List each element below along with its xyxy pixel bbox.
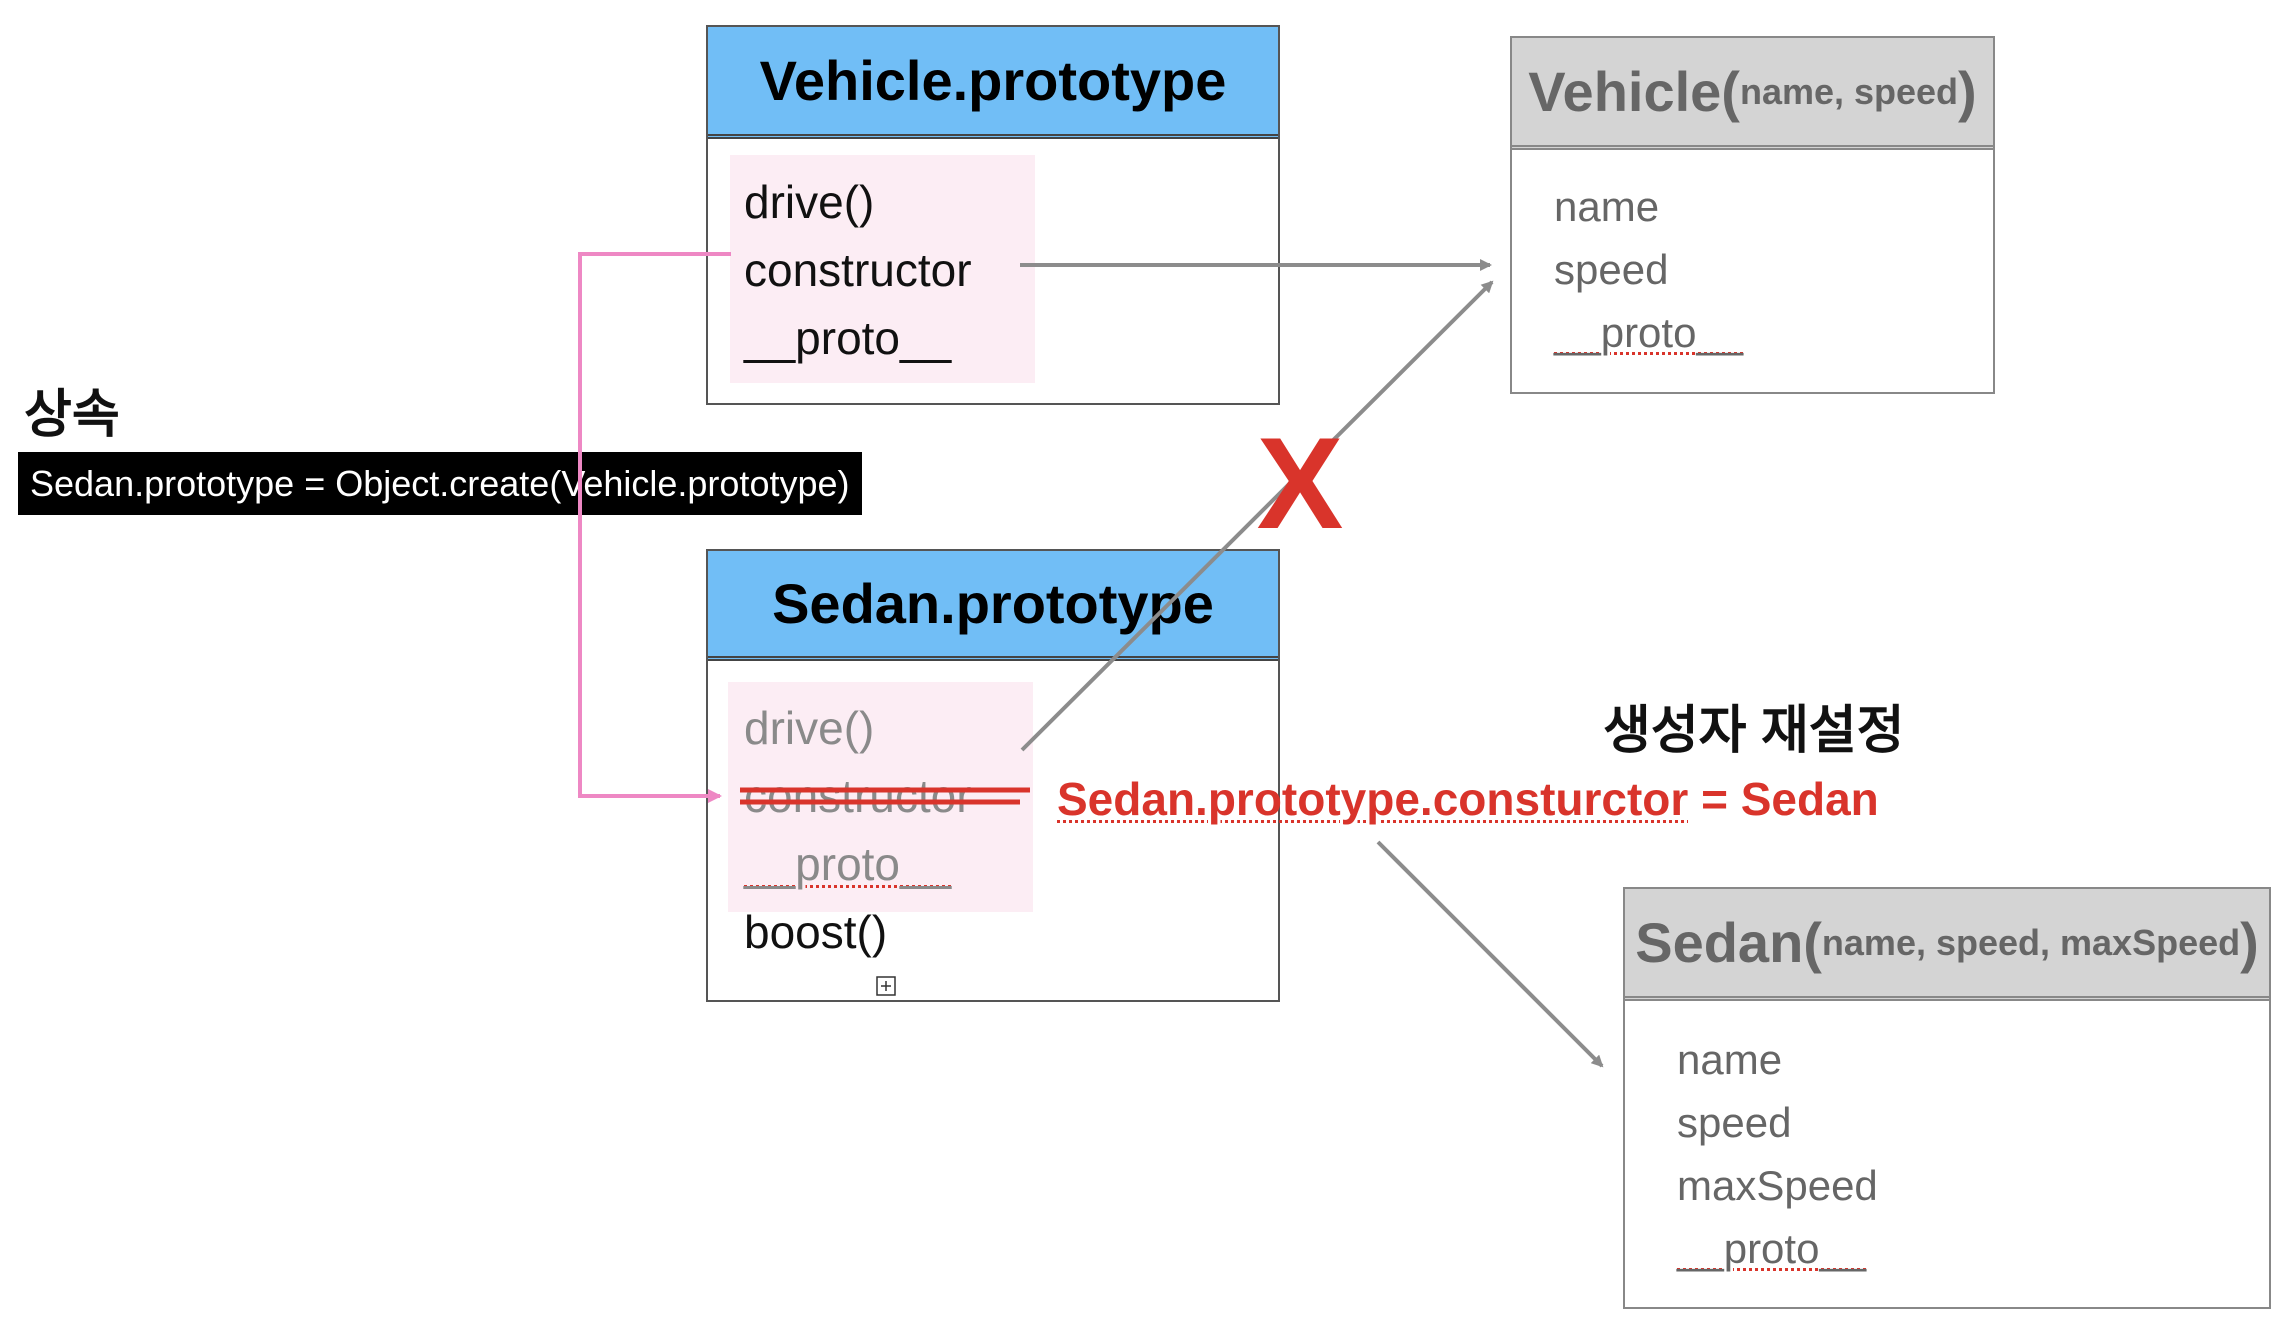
inheritance-label: 상속 <box>24 386 120 444</box>
wrong-mark: X <box>1257 410 1344 556</box>
reset-constructor-code-lhs: Sedan.prototype.consturctor <box>1057 773 1689 825</box>
sedan-constructor-proto-prop: __proto__ <box>1677 1225 1867 1272</box>
vehicle-prototype-box: Vehicle.prototype drive() constructor __… <box>706 25 1280 405</box>
sedan-constructor-name-prop: name <box>1677 1036 1783 1083</box>
vehicle-constructor-close: ) <box>1958 60 1977 123</box>
vehicle-constructor-name-prop: name <box>1554 183 1660 230</box>
vehicle-prototype-inherited-area <box>730 155 1035 383</box>
sedan-constructor-title: Sedan(name, speed, maxSpeed) <box>1625 889 2269 1001</box>
sedan-prototype-title: Sedan.prototype <box>708 551 1278 661</box>
sedan-constructor-arrow <box>1376 840 1604 1068</box>
vehicle-prototype-constructor: constructor <box>744 244 972 296</box>
vehicle-constructor-title: Vehicle(name, speed) <box>1512 38 1993 150</box>
vehicle-constructor-box: Vehicle(name, speed) name speed __proto_… <box>1510 36 1995 394</box>
vehicle-constructor-speed-prop: speed <box>1554 246 1669 293</box>
sedan-constructor-close: ) <box>2240 911 2259 974</box>
vehicle-constructor-proto-prop: __proto__ <box>1554 309 1744 356</box>
reset-constructor-code: Sedan.prototype.consturctor = Sedan <box>1057 772 1879 826</box>
sedan-prototype-inherited-area <box>728 682 1033 912</box>
inheritance-code: Sedan.prototype = Object.create(Vehicle.… <box>18 452 862 515</box>
vehicle-prototype-proto: __proto__ <box>744 312 952 364</box>
vehicle-prototype-title: Vehicle.prototype <box>708 27 1278 139</box>
sedan-constructor-maxspeed-prop: maxSpeed <box>1677 1162 1878 1209</box>
vehicle-constructor-name: Vehicle( <box>1528 60 1740 123</box>
sedan-prototype-constructor: constructor <box>744 770 972 822</box>
reset-constructor-label: 생성자 재설정 <box>1603 702 1905 760</box>
sedan-constructor-params: name, speed, maxSpeed <box>1821 921 2241 963</box>
vehicle-prototype-drive: drive() <box>744 176 875 228</box>
sedan-constructor-box: Sedan(name, speed, maxSpeed) name speed … <box>1623 887 2271 1309</box>
sedan-constructor-name: Sedan( <box>1635 911 1822 974</box>
reset-constructor-code-rhs: = Sedan <box>1688 773 1879 825</box>
sedan-prototype-proto: __proto__ <box>744 838 952 890</box>
sedan-prototype-drive: drive() <box>744 702 875 754</box>
sedan-constructor-speed-prop: speed <box>1677 1099 1792 1146</box>
sedan-prototype-boost: boost() <box>744 906 888 958</box>
vehicle-constructor-params: name, speed <box>1739 70 1959 112</box>
